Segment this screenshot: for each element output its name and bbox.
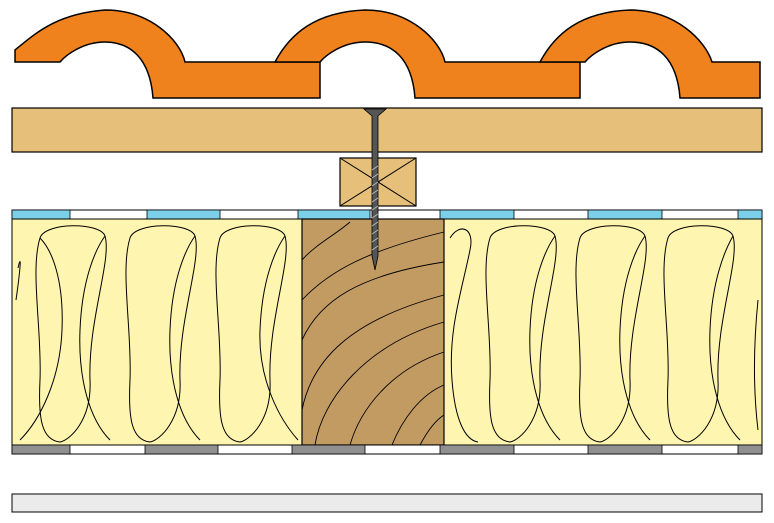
- ceiling-board: [11, 493, 763, 513]
- membrane-top-segment: [146, 209, 221, 220]
- vapour-barrier-segment: [291, 444, 366, 455]
- insulation-fibre-pattern: [15, 225, 759, 443]
- roof-tile-3: [538, 9, 761, 99]
- vapour-barrier: [11, 444, 763, 455]
- vapour-barrier-segment: [439, 444, 515, 455]
- insulation-left: [11, 218, 303, 446]
- membrane-top-segment: [737, 209, 763, 220]
- membrane-top-segment: [11, 209, 71, 220]
- batten: [11, 107, 763, 153]
- roof-tile-2: [273, 9, 581, 99]
- vapour-barrier-segment: [144, 444, 219, 455]
- vapour-barrier-segment: [737, 444, 763, 455]
- vapour-barrier-segment: [587, 444, 663, 455]
- insulation-right: [443, 218, 763, 446]
- vapour-barrier-segment: [11, 444, 71, 455]
- roof-tile-1: [14, 9, 321, 99]
- membrane-top: [11, 209, 763, 220]
- roof-tiles: [14, 9, 761, 99]
- membrane-top-segment: [297, 209, 371, 220]
- screw: [362, 108, 388, 271]
- membrane-top-segment: [587, 209, 663, 220]
- membrane-top-segment: [439, 209, 515, 220]
